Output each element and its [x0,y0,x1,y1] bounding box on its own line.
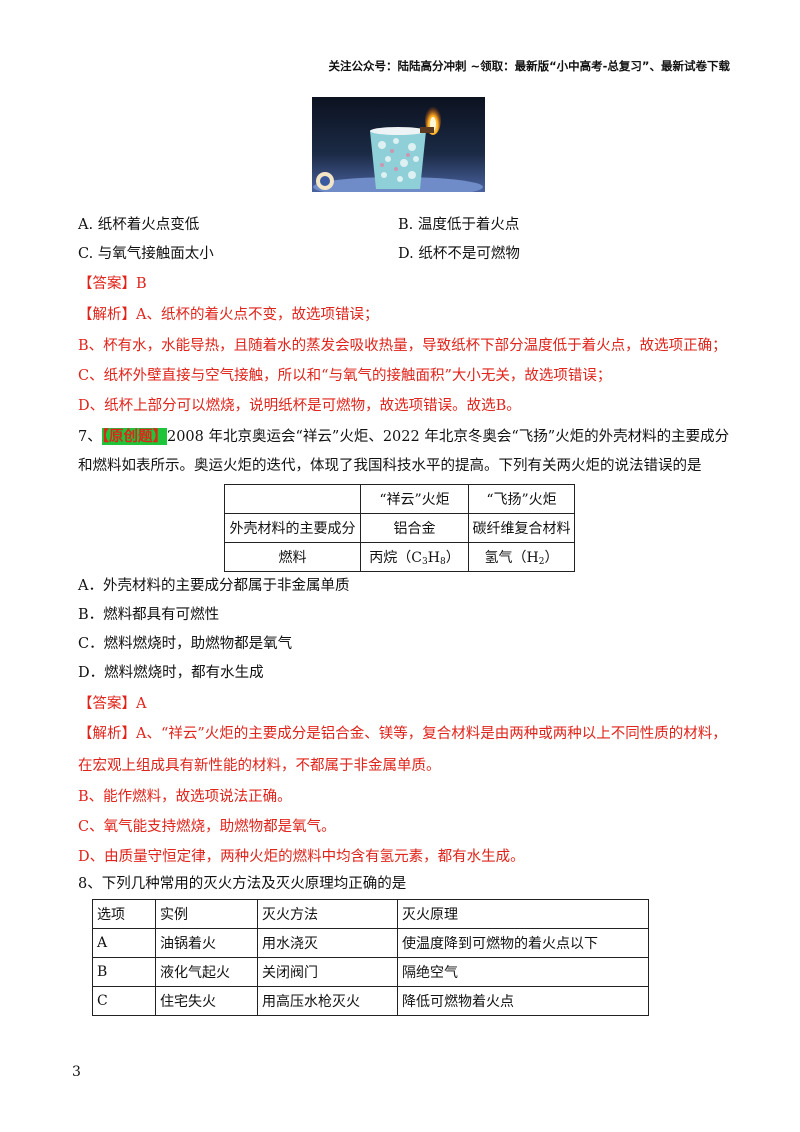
table-row: A 油锅着火 用水浇灭 使温度降到可燃物的着火点以下 [92,928,649,958]
table-cell: B [92,957,156,987]
table-header-row: 选项 实例 灭火方法 灭火原理 [92,899,649,929]
table-cell: 使温度降到可燃物的着火点以下 [397,928,649,958]
page-number: 3 [72,1064,81,1080]
table-cell: 选项 [92,899,156,929]
table-cell: 关闭阀门 [257,957,398,987]
q7-stem-line1: 7、【原创题】2008 年北京奥运会“祥云”火炬、2022 年北京冬奥会“飞扬”… [78,427,729,447]
table-cell-propane: 丙烷（C3H8） [360,542,469,572]
torch-table: “祥云”火炬 “飞扬”火炬 外壳材料的主要成分 铝合金 碳纤维复合材料 燃料 丙… [224,484,575,572]
page-header: 关注公众号：陆陆高分冲刺 ~领取：最新版“小中高考-总复习”、最新试卷下载 [328,59,730,73]
q7-analysis-line: 【解析】A、“祥云”火炬的主要成分是铝合金、镁等，复合材料是由两种或两种以上不同… [78,726,727,742]
q7-original-tag: 【原创题】 [101,428,167,445]
q6-option-d: D. 纸杯不是可燃物 [398,246,520,262]
q7-analysis-line: 在宏观上组成具有新性能的材料，不都属于非金属单质。 [78,758,441,774]
table-cell: 外壳材料的主要成分 [224,513,361,543]
q7-stem-text: 2008 年北京奥运会“祥云”火炬、2022 年北京冬奥会“飞扬”火炬的外壳材料… [166,429,730,445]
q7-option-d: D．燃料燃烧时，都有水生成 [78,665,264,681]
table-cell-hydrogen: 氢气（H2） [468,542,575,572]
table-row: B 液化气起火 关闭阀门 隔绝空气 [92,957,649,987]
q8-stem: 8、下列几种常用的灭火方法及灭火原理均正确的是 [78,876,407,892]
table-cell: 燃料 [224,542,361,572]
table-cell: 灭火方法 [257,899,398,929]
table-cell [224,484,361,514]
table-cell: 住宅失火 [155,986,258,1016]
q7-option-a: A．外壳材料的主要成分都属于非金属单质 [78,578,350,594]
table-cell: 液化气起火 [155,957,258,987]
q6-option-b: B. 温度低于着火点 [398,217,520,233]
table-header-row: “祥云”火炬 “飞扬”火炬 [224,484,575,514]
table-row: C 住宅失火 用高压水枪灭火 降低可燃物着火点 [92,986,649,1016]
paper-cup-photo [312,97,485,192]
table-cell: 降低可燃物着火点 [397,986,649,1016]
table-cell: 隔绝空气 [397,957,649,987]
table-cell: 实例 [155,899,258,929]
table-cell: A [92,928,156,958]
table-cell: 用水浇灭 [257,928,398,958]
table-row: 燃料 丙烷（C3H8） 氢气（H2） [224,542,575,572]
table-cell: 铝合金 [360,513,469,543]
fire-extinguishing-table: 选项 实例 灭火方法 灭火原理 A 油锅着火 用水浇灭 使温度降到可燃物的着火点… [92,899,649,1016]
table-cell: “飞扬”火炬 [468,484,575,514]
q6-option-c: C. 与氧气接触面太小 [78,246,214,262]
q6-analysis-line: D、纸杯上部分可以燃烧，说明纸杯是可燃物，故选项错误。故选B。 [78,398,521,414]
q7-number: 7、 [78,429,102,445]
q6-answer: 【答案】B [78,276,147,292]
table-cell: C [92,986,156,1016]
q7-answer: 【答案】A [78,696,147,712]
q6-analysis-line: 【解析】A、纸杯的着火点不变，故选项错误； [78,307,379,323]
q7-analysis-line: C、氧气能支持燃烧，助燃物都是氧气。 [78,819,336,835]
q7-option-c: C．燃料燃烧时，助燃物都是氧气 [78,636,293,652]
q6-analysis-line: B、杯有水，水能导热，且随着水的蒸发会吸收热量，导致纸杯下部分温度低于着火点，故… [78,338,727,354]
q6-option-a: A. 纸杯着火点变低 [78,217,200,233]
q7-stem-line2: 和燃料如表所示。奥运火炬的迭代，体现了我国科技水平的提高。下列有关两火炬的说法错… [78,458,702,474]
table-cell: 灭火原理 [397,899,649,929]
q7-analysis-line: D、由质量守恒定律，两种火炬的燃料中均含有氢元素，都有水生成。 [78,849,525,865]
table-cell: 用高压水枪灭火 [257,986,398,1016]
table-cell: 碳纤维复合材料 [468,513,575,543]
table-cell: “祥云”火炬 [360,484,469,514]
q7-option-b: B．燃料都具有可燃性 [78,607,220,623]
q7-analysis-line: B、能作燃料，故选项说法正确。 [78,789,292,805]
table-cell: 油锅着火 [155,928,258,958]
q6-analysis-line: C、纸杯外壁直接与空气接触，所以和“与氧气的接触面积”大小无关，故选项错误； [78,368,612,384]
table-row: 外壳材料的主要成分 铝合金 碳纤维复合材料 [224,513,575,543]
